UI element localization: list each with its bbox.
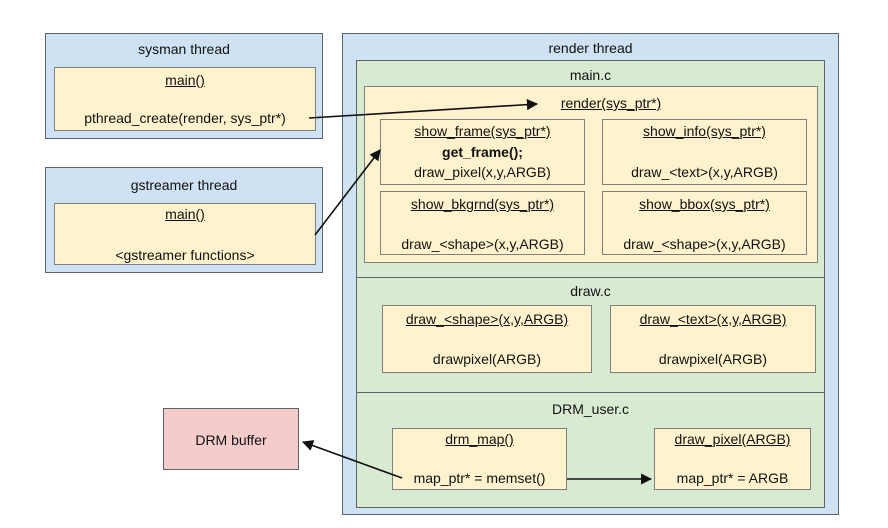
gstreamer-thread-title: gstreamer thread	[130, 177, 238, 193]
get-frame-call: get_frame();	[442, 144, 523, 160]
show-bbox-draw-shape: draw_<shape>(x,y,ARGB)	[623, 236, 786, 252]
draw-c-section: draw.c draw_<shape>(x,y,ARGB) drawpixel(…	[356, 277, 825, 393]
gstreamer-thread: gstreamer thread main() <gstreamer funct…	[45, 167, 323, 273]
drm-map-box: drm_map() map_ptr* = memset()	[392, 428, 567, 490]
sysman-main-title: main()	[165, 72, 205, 88]
sysman-pthread-create: pthread_create(render, sys_ptr*)	[84, 110, 286, 126]
show-info-box: show_info(sys_ptr*) draw_<text>(x,y,ARGB…	[602, 119, 807, 185]
show-info-draw-text: draw_<text>(x,y,ARGB)	[631, 164, 778, 180]
sysman-thread: sysman thread main() pthread_create(rend…	[45, 33, 323, 139]
show-bkgrnd-box: show_bkgrnd(sys_ptr*) draw_<shape>(x,y,A…	[380, 191, 585, 255]
show-info-title: show_info(sys_ptr*)	[643, 123, 766, 139]
show-frame-draw-pixel: draw_pixel(x,y,ARGB)	[414, 164, 551, 180]
show-bbox-box: show_bbox(sys_ptr*) draw_<shape>(x,y,ARG…	[602, 191, 807, 255]
draw-shape-box: draw_<shape>(x,y,ARGB) drawpixel(ARGB)	[382, 305, 592, 373]
draw-text-title: draw_<text>(x,y,ARGB)	[639, 311, 787, 327]
sysman-thread-title: sysman thread	[138, 41, 230, 57]
draw-shape-title: draw_<shape>(x,y,ARGB)	[405, 311, 569, 327]
main-c-title: main.c	[569, 67, 612, 83]
show-bkgrnd-title: show_bkgrnd(sys_ptr*)	[410, 196, 555, 212]
gstreamer-main-box: main() <gstreamer functions>	[54, 203, 316, 265]
draw-shape-drawpixel: drawpixel(ARGB)	[432, 351, 542, 367]
draw-pixel-title: draw_pixel(ARGB)	[674, 431, 791, 447]
draw-pixel-box: draw_pixel(ARGB) map_ptr* = ARGB	[654, 428, 811, 490]
render-thread-title: render thread	[548, 40, 633, 56]
draw-c-title: draw.c	[570, 283, 611, 299]
gstreamer-main-title: main()	[165, 206, 205, 222]
render-function-box: render(sys_ptr*) show_frame(sys_ptr*) ge…	[364, 86, 818, 263]
render-thread: render thread main.c render(sys_ptr*) sh…	[342, 33, 839, 515]
drm-map-memset: map_ptr* = memset()	[413, 470, 546, 486]
render-function-title: render(sys_ptr*)	[560, 95, 662, 111]
draw-text-box: draw_<text>(x,y,ARGB) drawpixel(ARGB)	[610, 305, 816, 373]
show-frame-title: show_frame(sys_ptr*)	[414, 123, 551, 139]
drm-user-c-title: DRM_user.c	[551, 401, 630, 417]
show-bbox-title: show_bbox(sys_ptr*)	[639, 196, 770, 212]
drm-buffer: DRM buffer	[163, 408, 299, 470]
sysman-main-box: main() pthread_create(render, sys_ptr*)	[54, 67, 316, 131]
drm-buffer-label: DRM buffer	[195, 432, 267, 448]
draw-text-drawpixel: drawpixel(ARGB)	[658, 351, 768, 367]
drm-user-c-section: DRM_user.c drm_map() map_ptr* = memset()…	[356, 392, 825, 508]
show-bkgrnd-draw-shape: draw_<shape>(x,y,ARGB)	[401, 236, 564, 252]
main-c-section: main.c render(sys_ptr*) show_frame(sys_p…	[356, 60, 825, 278]
draw-pixel-argb: map_ptr* = ARGB	[676, 470, 789, 486]
show-frame-box: show_frame(sys_ptr*) get_frame(); draw_p…	[380, 119, 585, 185]
gstreamer-functions: <gstreamer functions>	[115, 247, 255, 263]
drm-map-title: drm_map()	[445, 431, 514, 447]
